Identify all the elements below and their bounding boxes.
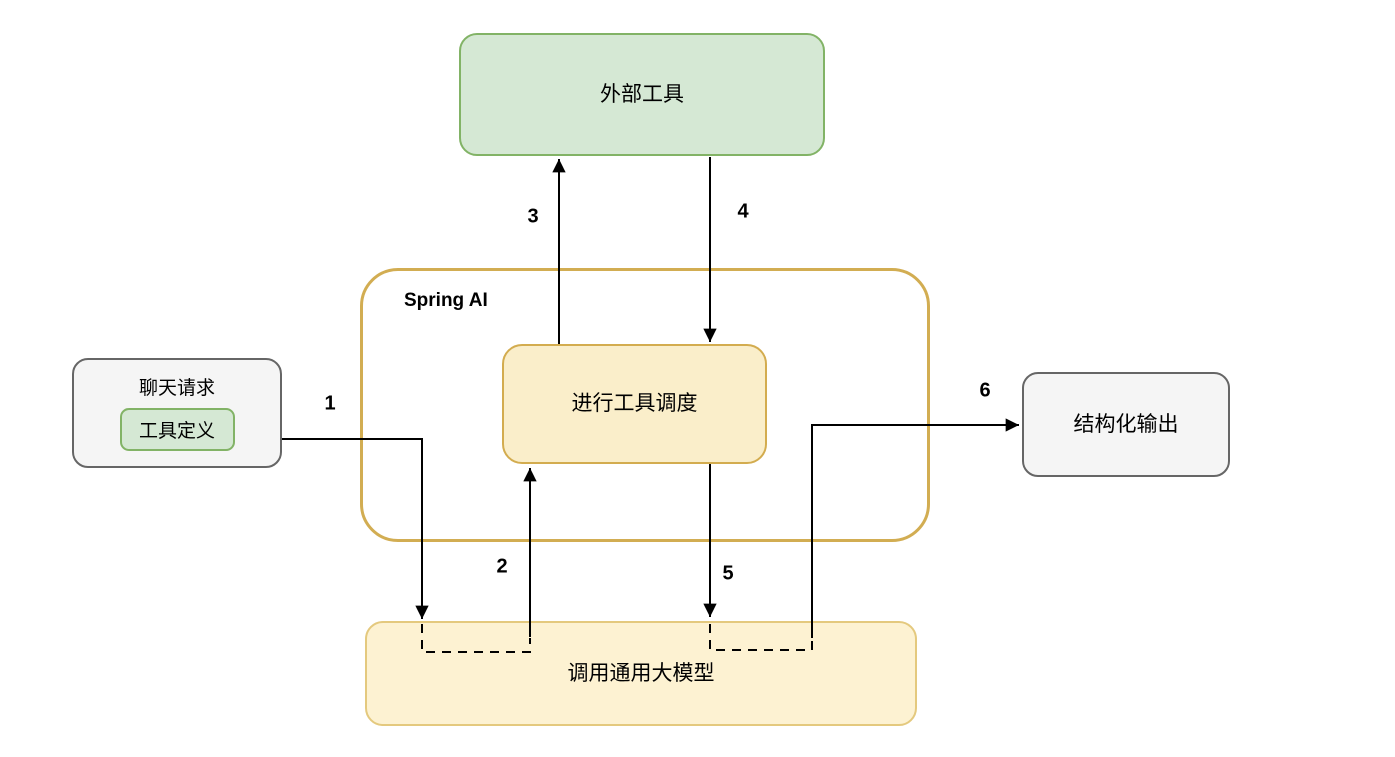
edge-label-4: 4: [737, 200, 749, 223]
node-tool-dispatch-label: 进行工具调度: [571, 392, 698, 416]
node-chat-request: 聊天请求 工具定义: [72, 358, 282, 468]
node-tool-definition: 工具定义: [119, 408, 235, 451]
node-spring-ai-container: [360, 268, 930, 542]
edge-label-5: 5: [722, 562, 734, 585]
node-tool-dispatch: 进行工具调度: [502, 344, 767, 464]
edge-label-6: 6: [979, 379, 991, 402]
node-llm-call-label: 调用通用大模型: [567, 661, 715, 685]
node-chat-request-title: 聊天请求: [138, 378, 215, 399]
node-external-tools: 外部工具: [459, 33, 825, 156]
node-tool-definition-label: 工具定义: [138, 421, 215, 442]
edge-label-2: 2: [496, 555, 508, 578]
node-spring-ai-label: Spring AI: [404, 290, 488, 311]
node-structured-output-label: 结构化输出: [1073, 412, 1179, 436]
node-external-tools-label: 外部工具: [600, 82, 684, 106]
node-structured-output: 结构化输出: [1022, 372, 1230, 477]
node-llm-call: 调用通用大模型: [365, 621, 917, 726]
edge-label-3: 3: [527, 205, 539, 228]
edge-label-1: 1: [324, 392, 336, 415]
